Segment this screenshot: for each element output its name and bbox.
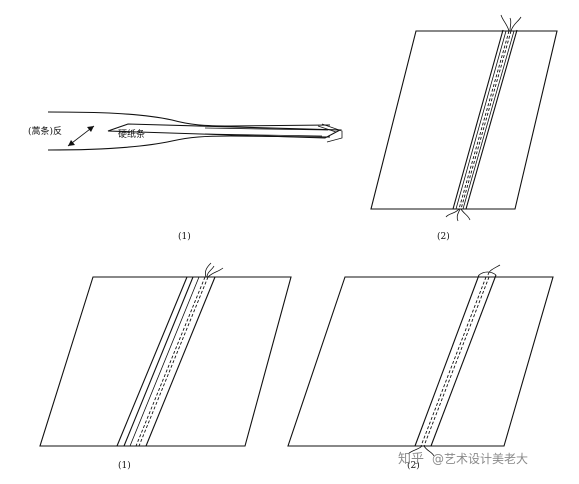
figure-bottom-right: (2) — [287, 264, 554, 471]
caption-bottom-left: (1) — [118, 460, 131, 471]
fabric-panel — [287, 276, 554, 447]
watermark: 知乎 @艺术设计美老大 — [398, 451, 528, 467]
stitched-strip — [452, 29, 518, 210]
label-cardboard-strip: 硬纸条 — [118, 128, 145, 140]
figure-top-left: (蒿条)反 硬纸条 (1) — [28, 111, 343, 242]
caption-top-right: (2) — [437, 231, 450, 242]
thread-ends-icon — [407, 264, 501, 457]
figure-top-right: (2) — [370, 14, 558, 242]
watermark-author: @艺术设计美老大 — [432, 452, 528, 466]
thread-ends-icon — [445, 208, 471, 222]
caption-bottom-right: (2) — [407, 460, 420, 471]
stitched-strip — [414, 271, 497, 447]
strip-drawing — [47, 111, 343, 151]
label-strip-reverse: (蒿条)反 — [28, 125, 62, 137]
caption-top-left: (1) — [178, 231, 191, 242]
thread-ends-icon — [204, 262, 224, 278]
stitched-strip — [116, 276, 216, 447]
figure-bottom-left: (1) — [39, 262, 292, 471]
double-arrow-icon — [67, 125, 95, 147]
fabric-panel — [370, 30, 558, 210]
watermark-brand: 知乎 — [398, 451, 424, 467]
thread-ends-icon — [500, 14, 522, 32]
fabric-panel — [39, 276, 292, 447]
